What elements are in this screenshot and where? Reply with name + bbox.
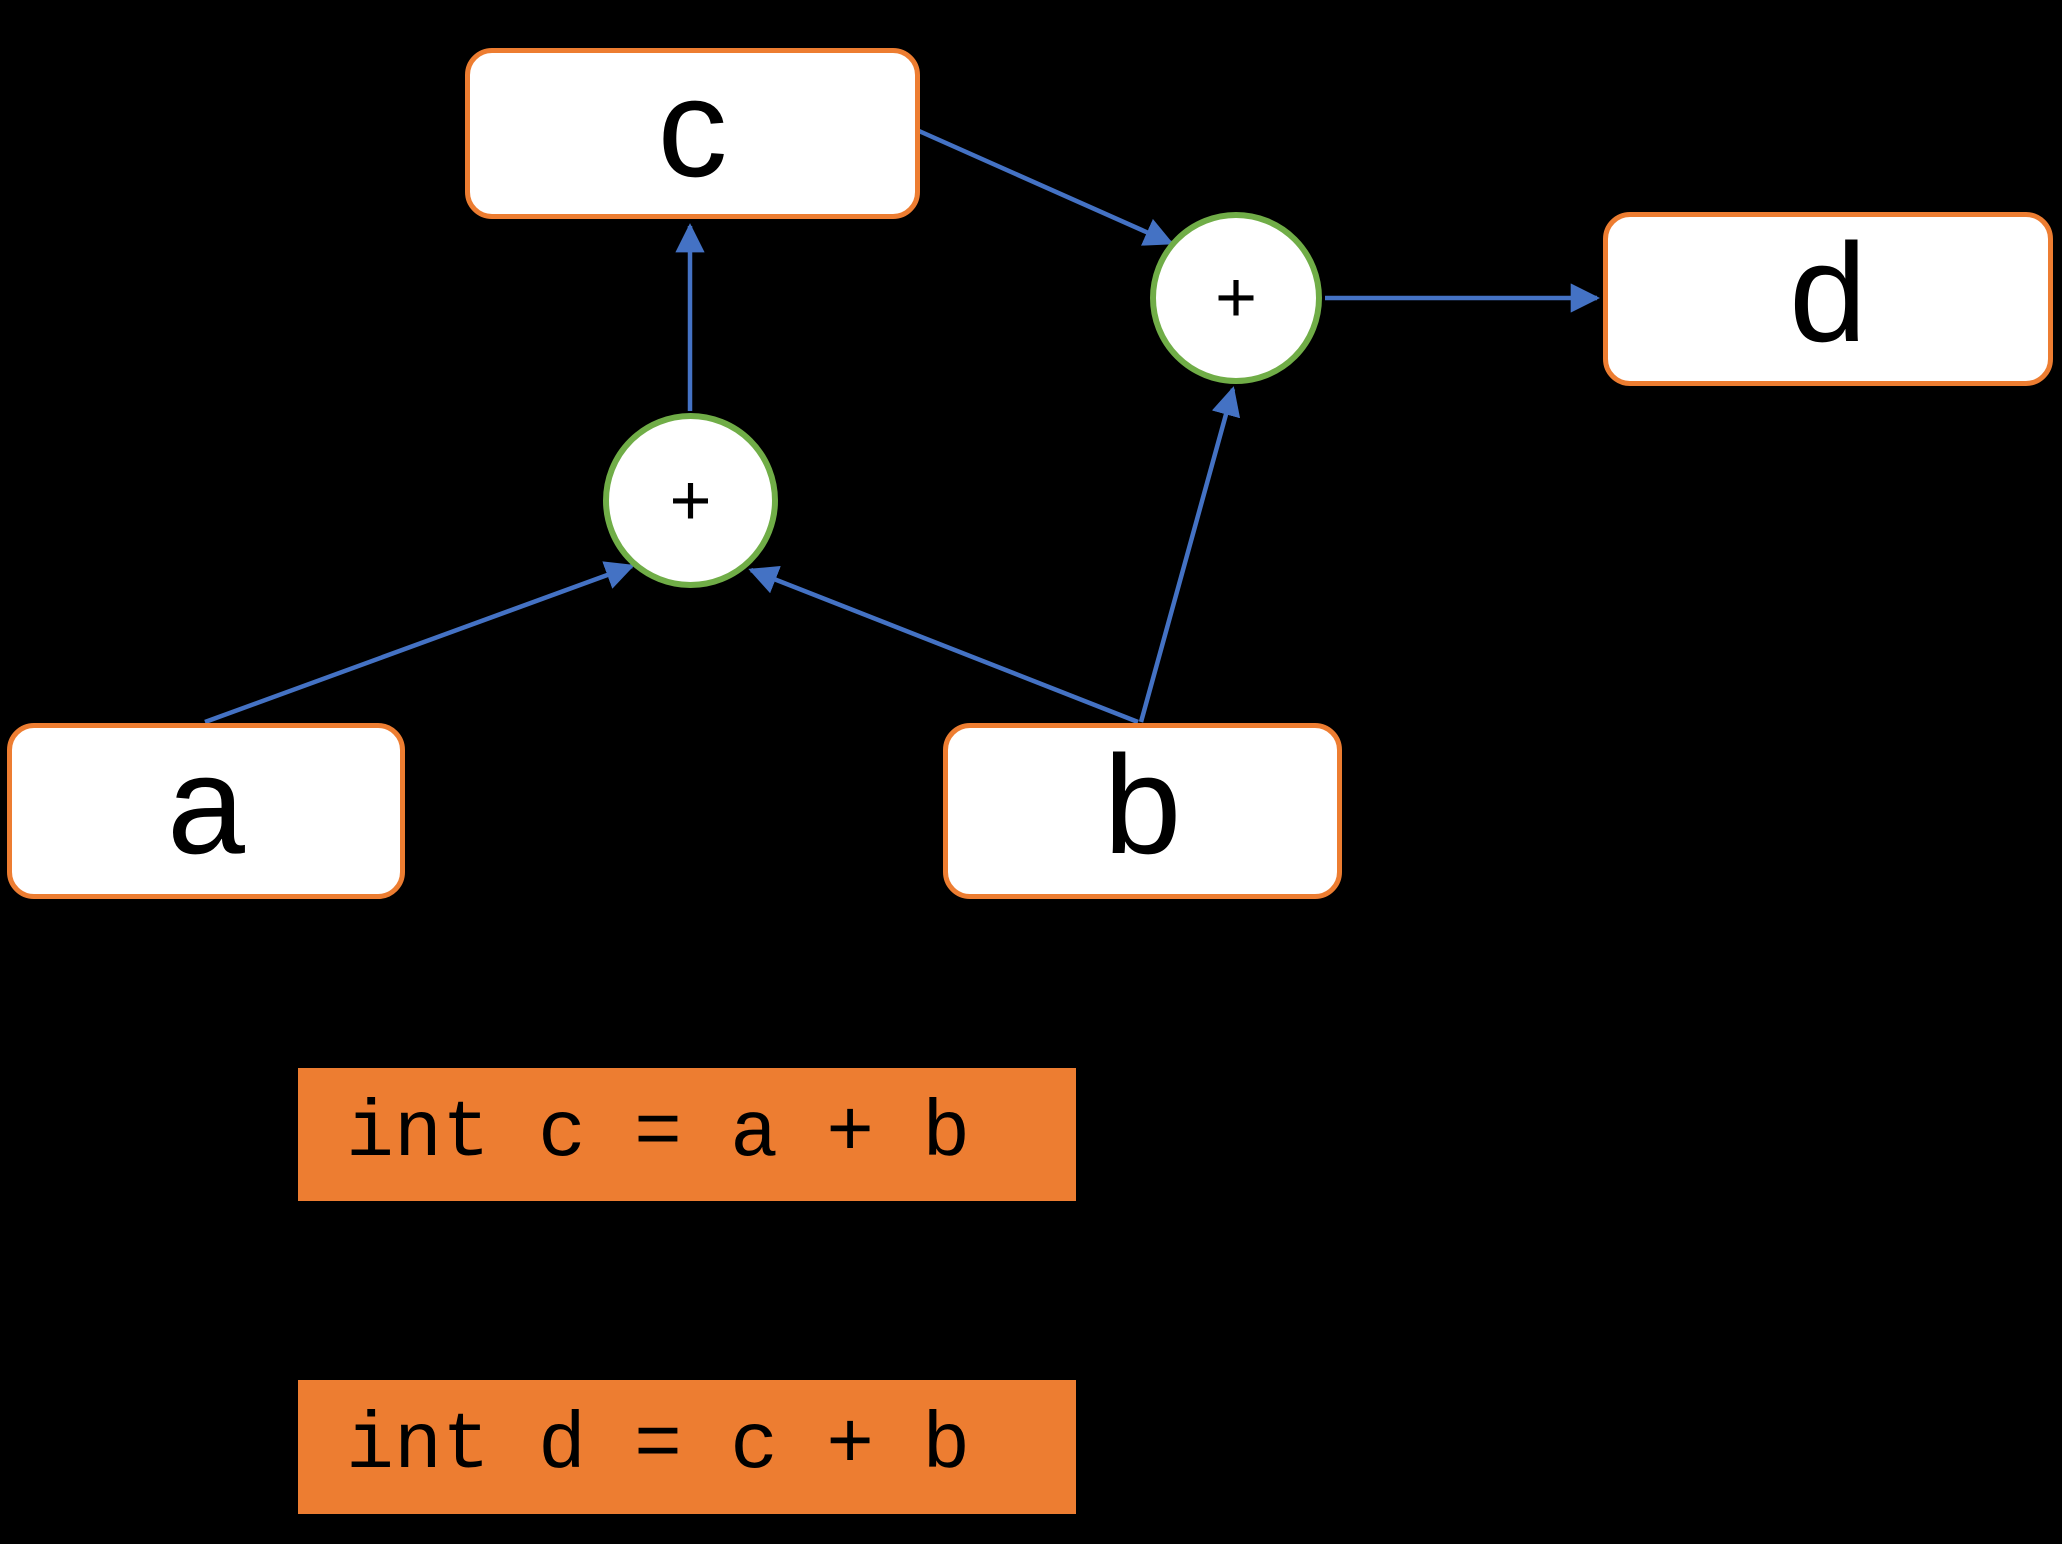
operator-label-plus2: + [1214,258,1258,338]
code-text-1: int c = a + b [346,1088,971,1180]
code-statement-1: int c = a + b [298,1068,1076,1201]
variable-label-c: c [657,48,728,206]
variable-node-b: b [943,723,1342,899]
operator-label-plus1: + [669,460,712,541]
code-statement-2: int d = c + b [298,1380,1076,1514]
edge-b-to-plus1 [748,566,1139,725]
variable-node-d: d [1603,212,2053,386]
code-text-2: int d = c + b [346,1401,971,1492]
variable-node-a: a [7,723,405,899]
edge-c-to-plus2 [918,128,1174,246]
edge-b-to-plus2 [1138,386,1241,723]
operator-node-plus1: + [603,413,778,588]
edge-a-to-plus1 [204,561,635,725]
variable-label-b: b [1103,726,1182,883]
variable-node-c: c [465,48,920,219]
variable-label-a: a [167,726,245,883]
variable-label-d: d [1789,214,1867,371]
operator-node-plus2: + [1150,212,1322,384]
